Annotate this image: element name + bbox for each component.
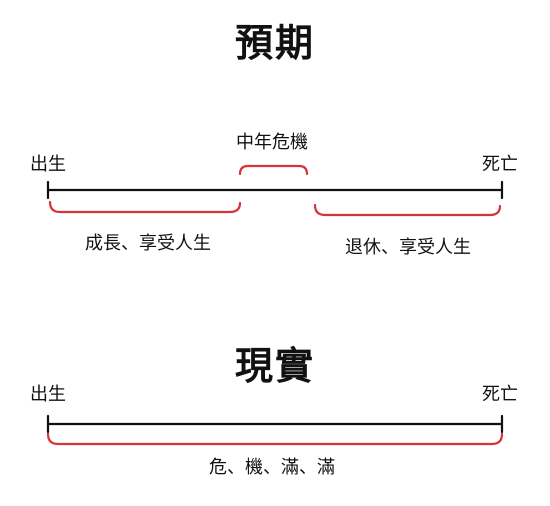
expected-death-label: 死亡 [482,154,518,175]
reality-death-label: 死亡 [482,384,518,405]
reality-timeline [46,414,504,434]
crisis-everywhere-label: 危、機、滿、滿 [209,457,335,478]
growth-bracket [48,200,242,214]
midlife-crisis-label: 中年危機 [236,132,308,153]
reality-birth-label: 出生 [30,384,66,405]
retire-bracket [313,203,502,217]
expected-title: 預期 [234,21,315,65]
crisis-everywhere-bracket [46,432,504,446]
midlife-crisis-bracket [238,164,309,176]
expected-birth-label: 出生 [30,154,66,175]
expected-timeline [46,180,504,200]
reality-title: 現實 [234,344,315,388]
retire-enjoy-life-label: 退休、享受人生 [345,237,471,258]
growth-enjoy-life-label: 成長、享受人生 [85,233,211,254]
